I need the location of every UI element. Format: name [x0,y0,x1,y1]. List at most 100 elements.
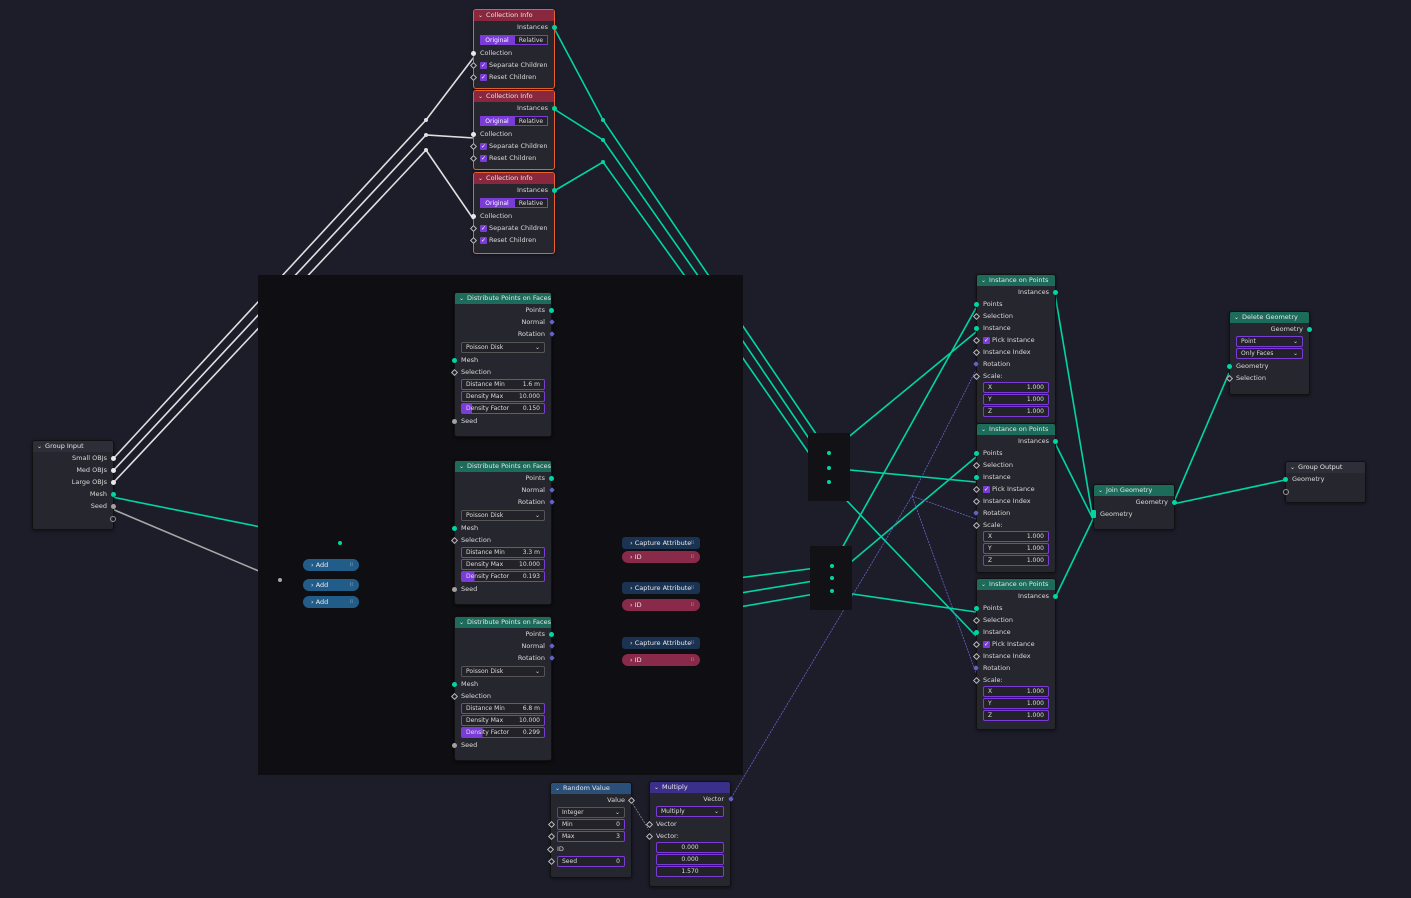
group-output-node[interactable]: ⌄Group Output Geometry [1283,461,1366,503]
collection-socket[interactable] [471,50,476,56]
pick-instance-checkbox[interactable]: ✓Pick Instance [972,483,1055,495]
distribute-points-node-2[interactable]: ⌄Distribute Points on Faces Points Norma… [450,460,555,605]
separate-children-checkbox[interactable]: ✓Separate Children [469,140,554,152]
instance-on-points-node-2[interactable]: ⌄Instance on Points Instances Points Sel… [972,423,1058,573]
distribute-points-node-3[interactable]: ⌄Distribute Points on Faces Points Norma… [450,616,555,761]
collection-socket[interactable] [471,213,476,219]
reroute-point[interactable] [338,541,342,545]
collapse-chevron-icon[interactable]: ⌄ [981,277,987,284]
collapse-chevron-icon[interactable]: ⌄ [981,581,987,588]
relative-option[interactable]: Relative [514,35,548,45]
add-node-3[interactable]: › Add⁞⁞ [303,596,359,608]
reroute-point[interactable] [278,578,282,582]
reroute-point[interactable] [424,148,428,152]
relative-option[interactable]: Relative [514,116,548,126]
id-node-3[interactable]: › ID⁞⁞ [622,654,700,666]
reroute-point[interactable] [830,564,834,568]
original-option[interactable]: Original [480,35,514,45]
vector-y-field[interactable]: 0.000 [656,854,724,865]
vector-z-field[interactable]: 1.570 [656,866,724,877]
separate-children-checkbox[interactable]: ✓Separate Children [469,59,554,71]
collapse-chevron-icon[interactable]: ⌄ [459,619,465,626]
reroute-point[interactable] [827,480,831,484]
collection-socket[interactable] [471,131,476,137]
mode-select[interactable]: Only Faces⌄ [1236,348,1303,359]
separate-children-checkbox[interactable]: ✓Separate Children [469,222,554,234]
capture-attribute-node-3[interactable]: › Capture Attribute⁞⁞ [622,637,700,649]
instances-socket[interactable] [552,187,557,193]
reset-children-checkbox[interactable]: ✓Reset Children [469,234,554,246]
delete-geometry-node[interactable]: ⌄Delete Geometry Geometry Point⌄ Only Fa… [1225,311,1312,395]
domain-select[interactable]: Point⌄ [1236,336,1303,347]
distribution-method-select[interactable]: Poisson Disk⌄ [461,510,545,521]
reroute-point[interactable] [827,466,831,470]
collapse-chevron-icon[interactable]: ⌄ [478,93,484,100]
collapse-chevron-icon[interactable]: ⌄ [981,426,987,433]
instance-on-points-node-3[interactable]: ⌄Instance on Points Instances Points Sel… [972,578,1058,730]
capture-attribute-node-2[interactable]: › Capture Attribute⁞⁞ [622,582,700,594]
collapse-chevron-icon[interactable]: ⌄ [478,12,484,19]
reroute-point[interactable] [601,118,605,122]
relative-option[interactable]: Relative [514,198,548,208]
distribution-method-select[interactable]: Poisson Disk⌄ [461,666,545,677]
vector-math-multiply-node[interactable]: ⌄Multiply Vector Multiply⌄ Vector Vector… [645,781,734,887]
collapse-chevron-icon[interactable]: ⌄ [1234,314,1240,321]
collapse-chevron-icon[interactable]: ⌄ [1098,487,1104,494]
collapse-chevron-icon[interactable]: ⌄ [37,443,43,450]
instance-on-points-node-1[interactable]: ⌄Instance on Points Instances Points Sel… [972,274,1058,424]
distribution-method-select[interactable]: Poisson Disk⌄ [461,342,545,353]
reroute-point[interactable] [601,160,605,164]
reroute-point[interactable] [827,451,831,455]
reroute-point[interactable] [424,118,428,122]
vector-x-field[interactable]: 0.000 [656,842,724,853]
reroute-point[interactable] [830,576,834,580]
collapse-chevron-icon[interactable]: ⌄ [459,295,465,302]
id-node-2[interactable]: › ID⁞⁞ [622,599,700,611]
collapse-chevron-icon[interactable]: ⌄ [1290,464,1296,471]
original-option[interactable]: Original [480,116,514,126]
id-node-1[interactable]: › ID⁞⁞ [622,551,700,563]
pick-instance-checkbox[interactable]: ✓Pick Instance [972,334,1055,346]
collapse-chevron-icon[interactable]: ⌄ [478,175,484,182]
distribute-points-node-1[interactable]: ⌄Distribute Points on Faces Points Norma… [450,292,555,437]
reset-children-checkbox[interactable]: ✓Reset Children [469,71,554,83]
reroute-point[interactable] [830,589,834,593]
add-node-1[interactable]: › Add⁞⁞ [303,559,359,571]
pick-instance-checkbox[interactable]: ✓Pick Instance [972,638,1055,650]
join-geometry-node[interactable]: ⌄Join Geometry Geometry Geometry [1091,484,1177,530]
operation-select[interactable]: Multiply⌄ [656,806,724,817]
reroute-point[interactable] [601,138,605,142]
group-input-node[interactable]: ⌄Group Input Small OBJs Med OBJs Large O… [32,440,116,530]
data-type-select[interactable]: Integer⌄ [557,807,625,818]
reset-children-checkbox[interactable]: ✓Reset Children [469,152,554,164]
collapse-chevron-icon[interactable]: ⌄ [555,785,561,792]
instances-socket[interactable] [552,105,557,111]
instances-socket[interactable] [552,24,557,30]
capture-attribute-node-1[interactable]: › Capture Attribute⁞⁞ [622,537,700,549]
